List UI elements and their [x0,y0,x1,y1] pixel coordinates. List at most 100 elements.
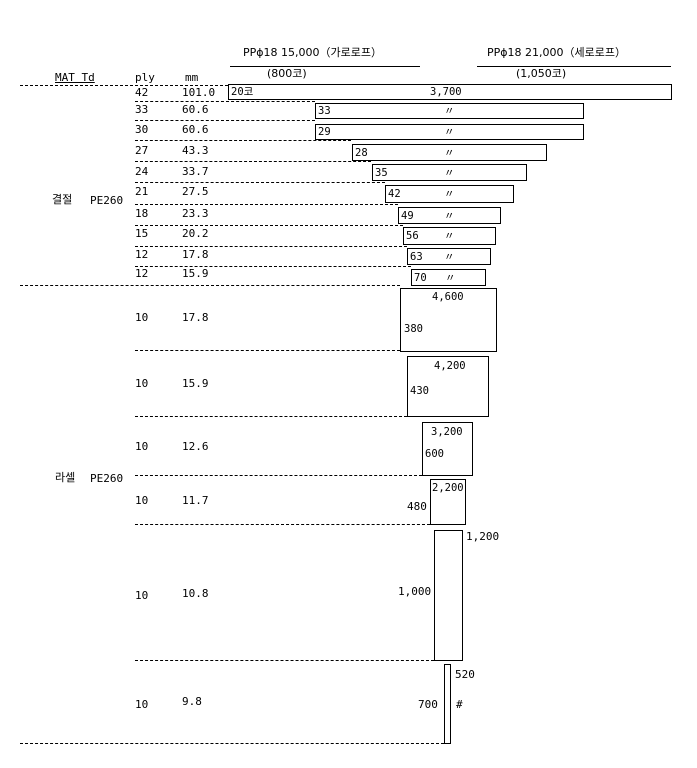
row-divider [135,101,315,102]
block-mm: 9.8 [182,695,202,708]
row-bar-value: 〃 [444,167,455,179]
block-divider [135,350,400,351]
header-right-title: PPϕ18 21,000（세로로프） [487,46,626,59]
section-raschel-mat: PE260 [90,472,124,485]
row-bar: 42 〃 [385,185,514,203]
row-ply: 30 [135,123,149,136]
row-bar-value: 〃 [444,230,455,242]
block-top-value: 4,600 [432,291,464,303]
block-box [444,664,451,744]
row-bar-value: 〃 [444,251,455,263]
row-mm: 27.5 [182,185,209,198]
row-ply: 42 [135,86,149,99]
block-divider [135,416,407,417]
row-bar: 28 〃 [352,144,547,161]
section-knot-name: 결절 [52,193,73,206]
block-top-value: 2,200 [432,482,464,494]
section-divider [20,285,400,286]
row-mm: 60.6 [182,123,209,136]
row-ply: 21 [135,185,149,198]
header-dash-line [20,85,228,86]
row-bar: 29 〃 [315,124,584,140]
block-mark: # [456,698,463,711]
block-ply: 10 [135,589,149,602]
block-side-value: 380 [404,323,423,335]
row-bar-value: 〃 [445,272,456,284]
row-mm: 60.6 [182,103,209,116]
block-ply: 10 [135,440,149,453]
header-left-sub: (800코) [267,67,307,80]
block-top-value: 1,200 [466,530,500,543]
col-mm-header: mm [185,71,199,84]
block-mm: 11.7 [182,494,209,507]
row-bar: 70 〃 [411,269,486,286]
row-mm: 15.9 [182,267,209,280]
row-bar-label: 35 [375,167,388,179]
row-mm: 23.3 [182,207,209,220]
row-bar-label: 28 [355,147,368,159]
block-mm: 15.9 [182,377,209,390]
row-bar-value: 〃 [444,126,455,138]
section-raschel-name: 라셀 [55,471,76,484]
block-side-value: 700 [418,698,438,711]
header-left-title: PPϕ18 15,000（가로로프） [243,46,382,59]
row-bar: 35 〃 [372,164,527,181]
header-right-rule [477,66,671,67]
row-bar-label: 33 [318,105,331,117]
block-side-value: 430 [410,385,429,397]
block-box [434,530,463,661]
row-bar-label: 29 [318,126,331,138]
row-mm: 43.3 [182,144,209,157]
row-bar-value: 3,700 [430,86,462,98]
row-bar: 20코 3,700 [228,84,672,100]
row-divider [135,120,315,121]
row-divider [135,161,371,162]
row-bar-value: 〃 [444,210,455,222]
row-ply: 12 [135,267,149,280]
row-divider [135,266,411,267]
block-side-value: 480 [407,500,427,513]
row-ply: 33 [135,103,149,116]
block-top-value: 520 [455,668,475,681]
row-bar-label: 20코 [231,86,254,98]
block-top-value: 3,200 [431,426,463,438]
block-side-value: 1,000 [398,585,432,598]
row-mm: 101.0 [182,86,216,99]
block-ply: 10 [135,698,149,711]
row-bar-value: 〃 [444,188,455,200]
block-box: 4,600 380 [400,288,497,352]
row-bar-label: 63 [410,251,423,263]
row-ply: 12 [135,248,149,261]
row-ply: 27 [135,144,149,157]
col-mat-header: MAT Td [55,71,95,84]
row-bar-value: 〃 [444,147,455,159]
row-divider [135,182,385,183]
row-bar: 63 〃 [407,248,491,265]
block-box: 4,200 430 [407,356,489,417]
row-mm: 33.7 [182,165,209,178]
block-divider [135,475,422,476]
block-mm: 12.6 [182,440,209,453]
row-bar: 49 〃 [398,207,501,224]
row-ply: 18 [135,207,149,220]
row-ply: 24 [135,165,149,178]
block-box: 2,200 [430,479,466,525]
row-bar-label: 56 [406,230,419,242]
block-divider [135,660,434,661]
row-mm: 20.2 [182,227,209,240]
header-left-rule [230,66,420,67]
block-box: 3,200 600 [422,422,473,476]
block-mm: 17.8 [182,311,209,324]
row-divider [135,225,403,226]
block-ply: 10 [135,311,149,324]
row-bar-label: 49 [401,210,414,222]
block-side-value: 600 [425,448,444,460]
row-bar: 33 〃 [315,103,584,119]
row-divider [135,204,398,205]
block-ply: 10 [135,494,149,507]
section-knot-mat: PE260 [90,194,124,207]
block-mm: 10.8 [182,587,209,600]
block-ply: 10 [135,377,149,390]
col-ply-header: ply [135,71,155,84]
